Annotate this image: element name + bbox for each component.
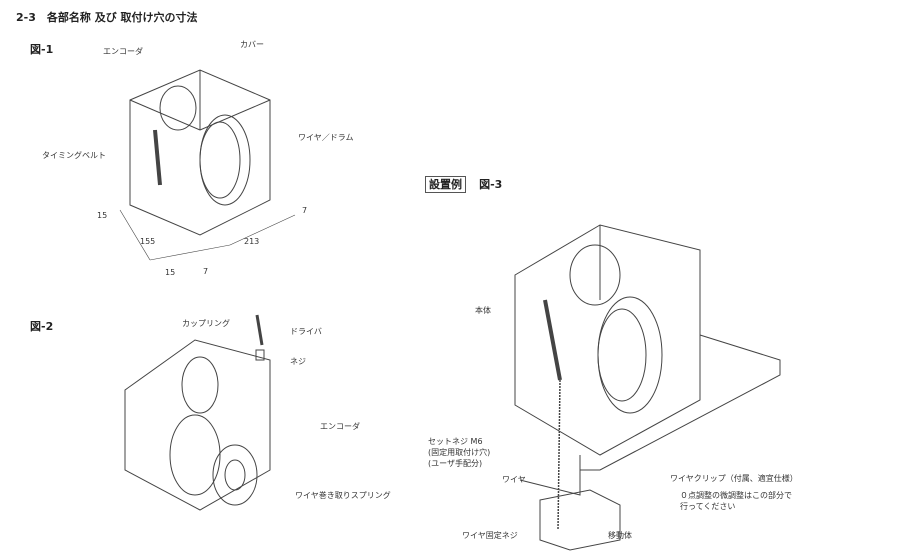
label-wire: ワイヤ (502, 475, 526, 484)
label-coupling: カップリング (182, 319, 230, 328)
label-spring: ワイヤ巻き取りスプリング (295, 491, 391, 500)
label-wire-clip: ワイヤクリップ（付属、適宜仕様） (670, 474, 798, 483)
dim-15b: 15 (165, 268, 176, 277)
dim-213: 213 (244, 237, 260, 246)
label-cover: カバー (240, 40, 264, 49)
fig1-label: 図-1 (30, 43, 54, 56)
label-setscrew-note2: (ユーザ手配分) (428, 459, 483, 468)
fig2-drawing (124, 314, 271, 511)
install-example-tag: 設置例 (425, 176, 466, 193)
note-adjust-1: ０点調整の微調整はこの部分で (680, 491, 792, 500)
label-setscrew-note1: (固定用取付け穴) (428, 448, 491, 457)
fig3-drawing (514, 224, 781, 551)
label-driver: ドライバ (290, 327, 322, 336)
dim-155: 155 (140, 237, 156, 246)
dim-7b: 7 (203, 267, 209, 276)
fig1-drawing (119, 69, 296, 261)
label-encoder: エンコーダ (103, 47, 143, 56)
fig2-label: 図-2 (30, 320, 54, 333)
label-moving-body: 移動体 (608, 531, 632, 540)
fig3-heading: 設置例 図-3 (425, 173, 503, 193)
fig3-label: 図-3 (479, 178, 503, 191)
section-heading: 2-3 各部名称 及び 取付け穴の寸法 (16, 11, 198, 24)
label-body: 本体 (475, 306, 491, 315)
label-wire-fix-screw: ワイヤ固定ネジ (462, 531, 518, 540)
label-wire-drum: ワイヤ／ドラム (298, 133, 354, 142)
label-timing-belt: タイミングベルト (42, 151, 106, 160)
label-encoder-2: エンコーダ (320, 422, 360, 431)
label-screw: ネジ (290, 357, 306, 366)
dim-15a: 15 (97, 211, 108, 220)
note-adjust-2: 行ってください (680, 502, 736, 511)
label-setscrew: セットネジ M6 (428, 437, 483, 446)
dim-7a: 7 (302, 206, 308, 215)
